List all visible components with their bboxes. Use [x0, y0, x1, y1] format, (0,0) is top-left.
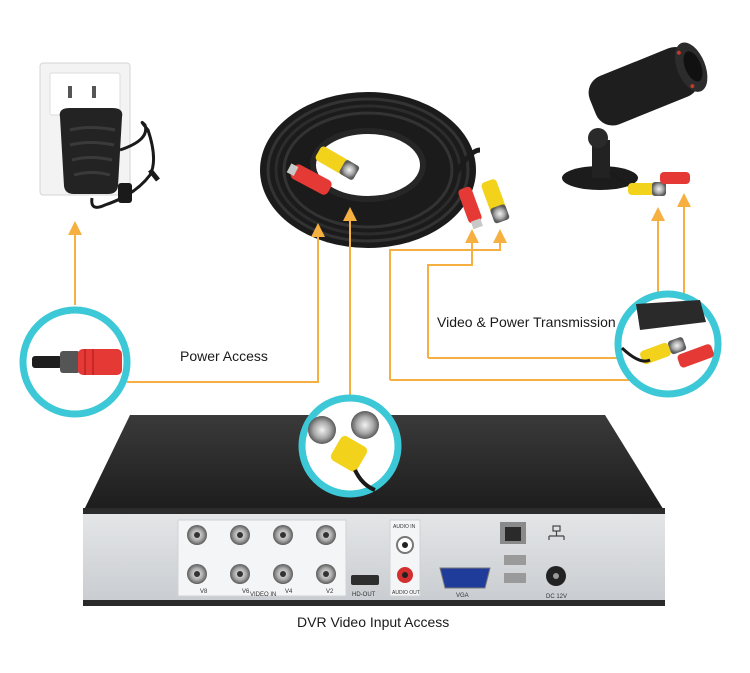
- arrow-video-transmission-2: [389, 229, 507, 380]
- power-access-label: Power Access: [180, 348, 268, 364]
- dvr-bnc-ring: [298, 394, 402, 498]
- arrow-video-transmission-1: [427, 229, 479, 358]
- camera-connector-ring: [614, 290, 722, 398]
- security-camera-icon: [562, 42, 708, 196]
- label-dc: DC 12V: [546, 594, 567, 600]
- cable-coil-icon: [260, 92, 510, 248]
- label-hd-out: HD-OUT: [352, 592, 376, 598]
- label-v6: V6: [242, 589, 250, 595]
- arrow-power-access: [127, 223, 325, 383]
- label-vga: VGA: [456, 593, 469, 599]
- video-power-transmission-label: Video & Power Transmission: [437, 314, 616, 330]
- label-video-in: VIDEO IN: [250, 592, 276, 598]
- dvr-video-input-label: DVR Video Input Access: [297, 614, 450, 630]
- power-plug-ring: [19, 306, 131, 418]
- label-v8: V8: [200, 589, 208, 595]
- label-v4: V4: [285, 589, 293, 595]
- label-audio-out: AUDIO OUT: [392, 590, 420, 596]
- label-v2: V2: [326, 589, 334, 595]
- network-icon: [548, 525, 565, 540]
- label-audio-in: AUDIO IN: [393, 524, 416, 530]
- power-adapter-icon: [59, 108, 160, 209]
